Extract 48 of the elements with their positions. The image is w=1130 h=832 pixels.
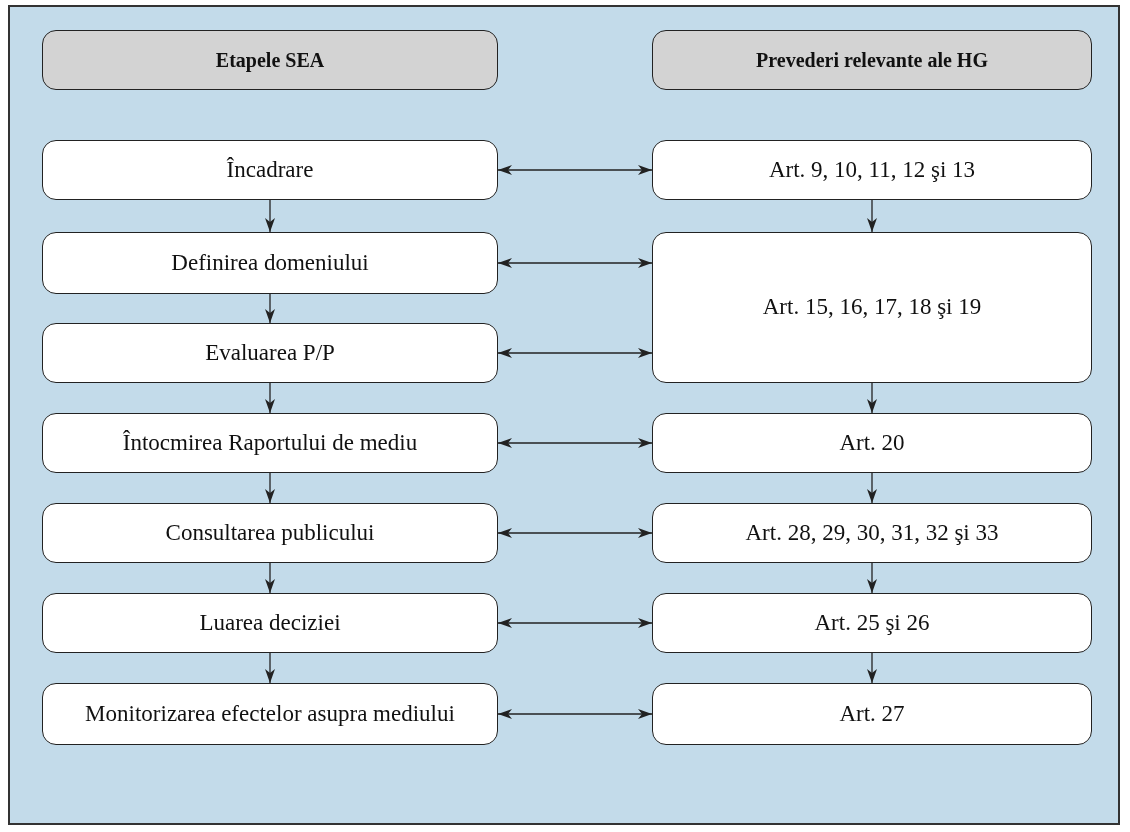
arrow [265,199,275,233]
arrow [497,348,653,358]
box-label: Încadrare [226,155,314,184]
process-box [42,323,498,383]
process-box [652,593,1092,653]
arrow [867,652,877,684]
process-box [42,413,498,473]
process-box [652,232,1092,383]
box-label: Etapele SEA [215,47,325,73]
arrow [867,199,877,233]
header-box [652,30,1092,90]
box-label: Definirea domeniului [171,248,369,277]
box-label: Monitorizarea efectelor asupra mediului [85,699,455,728]
process-box [652,140,1092,200]
arrow [497,165,653,175]
arrow [265,382,275,414]
arrow [867,562,877,594]
arrow [265,293,275,324]
arrow [265,562,275,594]
arrow [497,528,653,538]
box-label: Art. 20 [839,428,905,457]
arrow [265,472,275,504]
box-label: Art. 15, 16, 17, 18 şi 19 [762,293,982,322]
box-label: Consultarea publicului [165,518,375,547]
arrow [497,618,653,628]
arrow [497,709,653,719]
process-box [652,503,1092,563]
box-label: Luarea deciziei [199,608,341,637]
box-label: Art. 9, 10, 11, 12 şi 13 [768,155,976,184]
box-label: Întocmirea Raportului de mediu [122,428,418,457]
box-label: Art. 25 şi 26 [814,608,930,637]
header-box [42,30,498,90]
process-box [42,232,498,294]
box-label: Evaluarea P/P [205,338,335,367]
arrow [867,382,877,414]
arrow [265,652,275,684]
process-box [42,593,498,653]
process-box [652,683,1092,745]
box-label: Prevederi relevante ale HG [756,47,988,73]
arrow [497,438,653,448]
process-box [42,503,498,563]
process-box [42,140,498,200]
arrow [497,258,653,268]
arrow [867,472,877,504]
box-label: Art. 27 [839,699,905,728]
box-label: Art. 28, 29, 30, 31, 32 şi 33 [745,518,999,547]
process-box [652,413,1092,473]
process-box [42,683,498,745]
